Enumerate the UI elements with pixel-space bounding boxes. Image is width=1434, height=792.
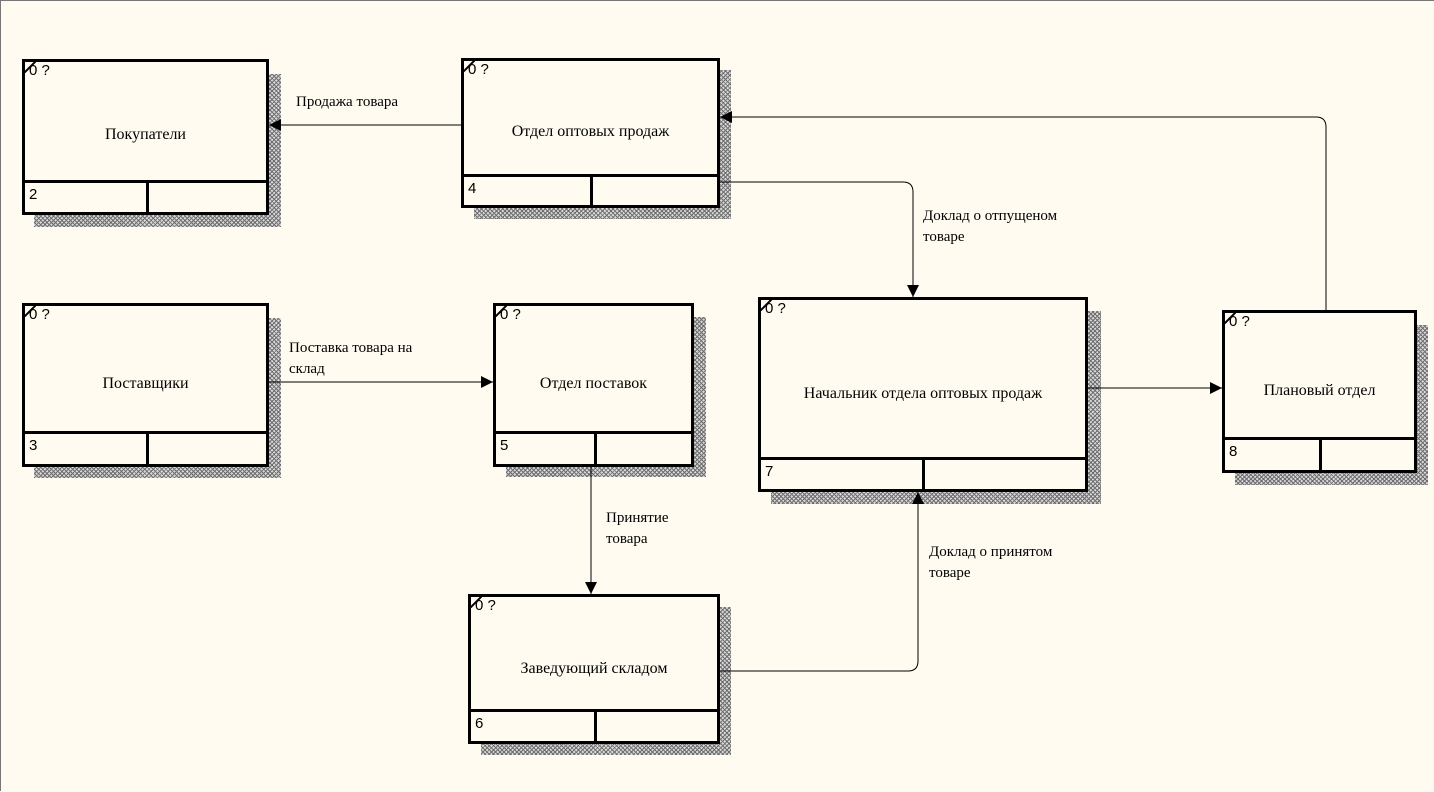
flow-label-doklad-prinyat: Доклад о принятом товаре	[929, 542, 1052, 584]
flow-label-line: товара	[606, 531, 648, 547]
flow-label-line: товаре	[929, 565, 971, 581]
node-number: 8	[1229, 443, 1238, 460]
node-footer: 5	[496, 431, 691, 464]
node-footer: 3	[25, 431, 266, 464]
footer-divider	[1319, 440, 1322, 470]
node-code: 0 ?	[765, 300, 786, 317]
footer-divider	[922, 460, 925, 489]
node-otdel-postavok[interactable]: 0 ? Отдел поставок 5	[493, 303, 694, 467]
node-name: Начальник отдела оптовых продаж	[803, 385, 1043, 402]
node-name: Отдел оптовых продаж	[511, 123, 670, 140]
flow-label-line: Поставка товара на	[289, 340, 413, 356]
node-otdel-optovyh-prodazh[interactable]: 0 ? Отдел оптовых продаж 4	[461, 58, 720, 208]
flow-label-line: товаре	[923, 229, 965, 245]
footer-divider	[594, 712, 597, 741]
node-code: 0 ?	[1229, 313, 1250, 330]
node-footer: 2	[25, 180, 266, 212]
node-code: 0 ?	[29, 62, 50, 79]
node-postavshchiki[interactable]: 0 ? Поставщики 3	[22, 303, 269, 467]
footer-divider	[594, 434, 597, 464]
node-footer: 7	[761, 457, 1085, 489]
footer-divider	[146, 183, 149, 212]
node-name: Отдел поставок	[539, 375, 648, 392]
node-footer: 6	[471, 709, 717, 741]
node-number: 5	[500, 437, 509, 454]
node-code: 0 ?	[29, 306, 50, 323]
arrow-doklad-prinyat[interactable]	[720, 492, 924, 672]
node-name: Покупатели	[105, 126, 186, 143]
node-name: Поставщики	[102, 375, 189, 392]
flow-label-line: Продажа товара	[296, 94, 399, 110]
flow-label-line: склад	[289, 361, 325, 377]
arrow-ot-planovogo[interactable]	[720, 111, 1327, 310]
node-code: 0 ?	[475, 597, 496, 614]
node-number: 7	[765, 463, 774, 480]
node-number: 4	[468, 180, 477, 197]
node-name: Заведующий складом	[520, 660, 668, 677]
node-name: Плановый отдел	[1263, 382, 1376, 399]
flow-label-prinyatie: Принятие товара	[606, 508, 669, 550]
node-number: 2	[29, 186, 38, 203]
node-number: 3	[29, 437, 38, 454]
footer-divider	[590, 177, 593, 205]
flow-label-doklad-otpushchen: Доклад о отпущеном товаре	[923, 206, 1057, 248]
node-footer: 4	[464, 174, 717, 205]
flow-label-line: Доклад о отпущеном	[923, 208, 1058, 224]
node-pokupateli[interactable]: 0 ? Покупатели 2	[22, 59, 269, 215]
flow-label-line: Доклад о принятом	[929, 544, 1053, 560]
flow-label-prodazha: Продажа товара	[296, 92, 398, 113]
node-nachalnik[interactable]: 0 ? Начальник отдела оптовых продаж 7	[758, 297, 1088, 492]
node-footer: 8	[1225, 437, 1414, 470]
flow-label-postavka: Поставка товара на склад	[289, 338, 412, 380]
footer-divider	[146, 434, 149, 464]
node-number: 6	[475, 715, 484, 732]
node-planovyy-otdel[interactable]: 0 ? Плановый отдел 8	[1222, 310, 1417, 473]
node-code: 0 ?	[468, 61, 489, 78]
node-zaveduyushchiy-skladom[interactable]: 0 ? Заведующий складом 6	[468, 594, 720, 744]
flow-label-line: Принятие	[606, 510, 669, 526]
arrow-doklad-otpushchen[interactable]	[720, 181, 919, 297]
node-code: 0 ?	[500, 306, 521, 323]
